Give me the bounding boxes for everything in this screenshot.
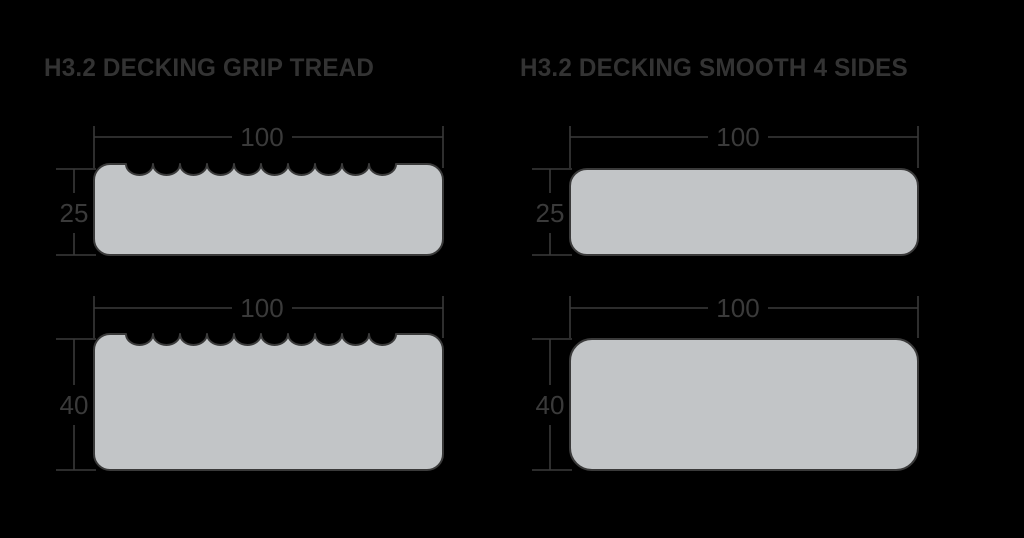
figure-smooth-100x25: 100 25 xyxy=(532,122,919,256)
profile-shape-smooth-100x40 xyxy=(569,338,919,471)
dim-label-height-grip-40: 40 xyxy=(60,390,89,420)
profile-shape-grip-100x25 xyxy=(93,163,444,256)
figure-grip-100x25: 100 25 xyxy=(56,122,444,256)
dim-label-height-smooth-40: 40 xyxy=(536,390,565,420)
figure-grip-100x40: 100 40 xyxy=(56,293,444,471)
dim-label-width-grip-40: 100 xyxy=(240,293,283,323)
panel-title-smooth-4-sides: H3.2 DECKING SMOOTH 4 SIDES xyxy=(520,54,908,82)
grip-tread-figures: 100 25 100 40 xyxy=(56,122,444,471)
dim-label-width-smooth-40: 100 xyxy=(716,293,759,323)
panel-grip-tread: H3.2 DECKING GRIP TREAD 100 25 xyxy=(44,54,444,471)
figure-smooth-100x40: 100 40 xyxy=(532,293,919,471)
profile-shape-grip-100x40 xyxy=(93,333,444,471)
smooth-4-sides-figures: 100 25 100 40 xyxy=(532,122,919,471)
dim-label-width-smooth-25: 100 xyxy=(716,122,759,152)
dim-label-width-grip-25: 100 xyxy=(240,122,283,152)
profile-shape-smooth-100x25 xyxy=(569,168,919,256)
dim-label-height-grip-25: 25 xyxy=(60,198,89,228)
panel-title-grip-tread: H3.2 DECKING GRIP TREAD xyxy=(44,54,375,82)
panel-smooth-4-sides: H3.2 DECKING SMOOTH 4 SIDES 100 25 xyxy=(512,0,1024,538)
dim-label-height-smooth-25: 25 xyxy=(536,198,565,228)
